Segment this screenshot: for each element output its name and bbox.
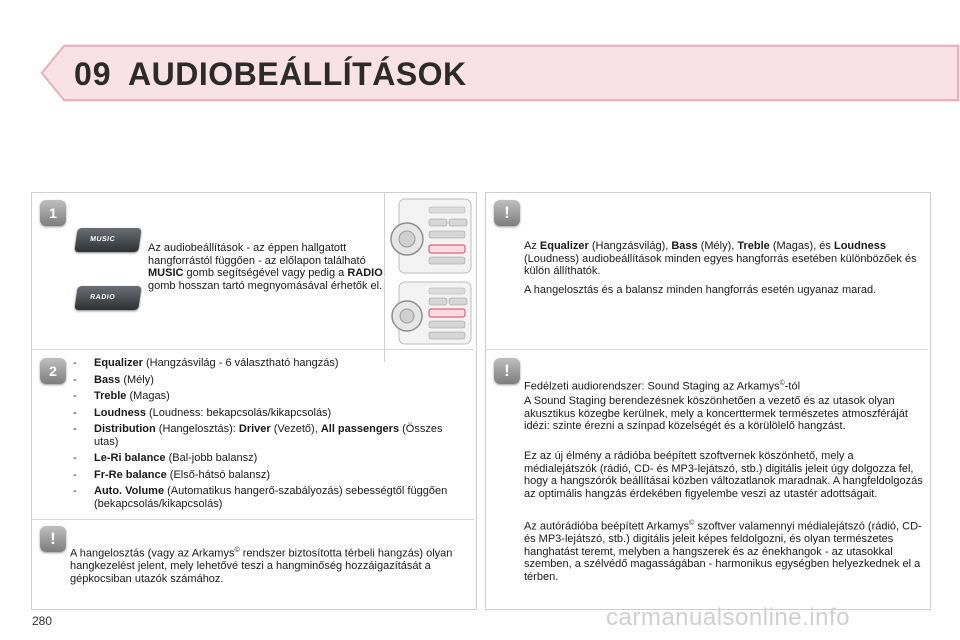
list-item: -Distribution (Hangelosztás): Driver (Ve… [73, 423, 443, 448]
radio-button-label: RADIO [89, 294, 116, 301]
right-note-2-p4: Az autórádióba beépített Arkamys© szoftv… [524, 520, 922, 583]
watermark: carmanualsonline.info [606, 604, 850, 631]
radio-button-image: RADIO [74, 286, 142, 310]
warning-icon: ! [494, 200, 520, 226]
step-2-badge: 2 [40, 358, 66, 384]
right-note-2-p3: Ez az új élmény a rádióba beépített szof… [524, 450, 923, 500]
page-title: AUDIOBEÁLLÍTÁSOK [128, 56, 467, 92]
right-note-1-p2: A hangelosztás és a balansz minden hangf… [524, 284, 877, 296]
radio-unit-illustration-top [384, 193, 475, 277]
radio-unit-illustration-bottom [384, 278, 475, 362]
warning-icon: ! [494, 358, 520, 384]
list-item: -Bass (Mély) [73, 373, 154, 386]
page-number: 280 [32, 614, 53, 628]
list-item: -Le-Ri balance (Bal-jobb balansz) [73, 452, 258, 464]
right-divider [486, 349, 928, 350]
right-panel [485, 192, 931, 610]
step-1-text: Az audiobeállítások - az éppen hallgatot… [148, 242, 383, 292]
left-divider-2 [32, 519, 474, 520]
chapter-number: 09 [74, 56, 112, 92]
list-item: -Auto. Volume (Automatikus hangerő-szabá… [73, 485, 448, 510]
audio-settings-list: -Equalizer (Hangzásvilág - 6 választható… [70, 357, 468, 514]
right-note-2-p2: A Sound Staging berendezésnek köszönhető… [524, 395, 908, 432]
list-item: -Treble (Magas) [73, 390, 170, 402]
music-button-image: MUSIC [74, 228, 142, 252]
list-item: -Loudness (Loudness: bekapcsolás/kikapcs… [73, 406, 332, 419]
right-note-1-p1: Az Equalizer (Hangzásvilág), Bass (Mély)… [524, 240, 917, 277]
step-1-badge: 1 [40, 200, 66, 226]
warning-icon: ! [40, 526, 66, 552]
music-button-label: MUSIC [89, 236, 116, 243]
header-band [0, 44, 960, 102]
left-divider-1 [32, 349, 474, 350]
list-item: -Fr-Re balance (Első-hátsó balansz) [73, 468, 271, 481]
left-note-text: A hangelosztás (vagy az Arkamys© rendsze… [70, 547, 453, 585]
right-note-2-p1: Fedélzeti audiorendszer: Sound Staging a… [524, 380, 801, 393]
list-item: -Equalizer (Hangzásvilág - 6 választható… [73, 357, 339, 369]
